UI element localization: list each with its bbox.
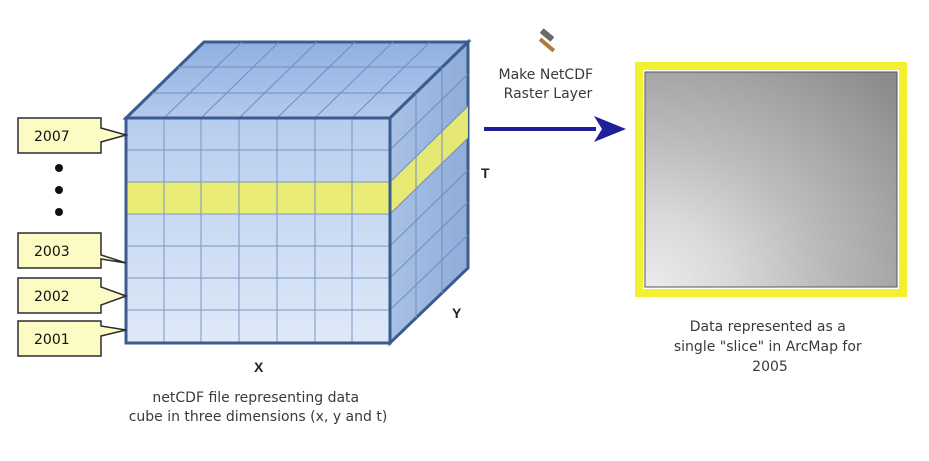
- year-callouts: 2007 2003 2002 2001: [17, 117, 129, 357]
- cube-top-grid: [152, 41, 442, 119]
- cube-front-face: [126, 118, 390, 343]
- side-highlight-band: [390, 106, 468, 214]
- hammer-icon: [538, 28, 556, 53]
- raster-slice-image: [644, 71, 898, 288]
- ellipsis-dot: [55, 164, 63, 172]
- front-highlight-band: [126, 182, 390, 214]
- year-label: 2002: [34, 289, 70, 305]
- raster-slice: [635, 62, 907, 297]
- axis-x-label: X: [254, 359, 264, 375]
- tool-label: Make NetCDF Raster Layer: [499, 67, 598, 102]
- year-callout-2003: 2003: [17, 232, 127, 269]
- year-callout-2001: 2001: [17, 320, 127, 357]
- year-label: 2001: [34, 332, 70, 348]
- arrow: [484, 116, 626, 142]
- year-label: 2003: [34, 244, 70, 260]
- slice-caption: Data represented as a single "slice" in …: [674, 319, 866, 375]
- cube-front-grid: [126, 118, 390, 343]
- cube-caption: netCDF file representing data cube in th…: [129, 390, 388, 425]
- ellipsis-dot: [55, 186, 63, 194]
- cube-side-grid: [389, 67, 469, 318]
- year-label: 2007: [34, 129, 70, 145]
- axis-t-label: T: [481, 165, 490, 181]
- year-callout-2002: 2002: [17, 277, 129, 314]
- year-callout-2007: 2007: [17, 117, 129, 154]
- ellipsis-dot: [55, 208, 63, 216]
- data-cube: [122, 38, 472, 347]
- axis-y-label: Y: [452, 305, 462, 321]
